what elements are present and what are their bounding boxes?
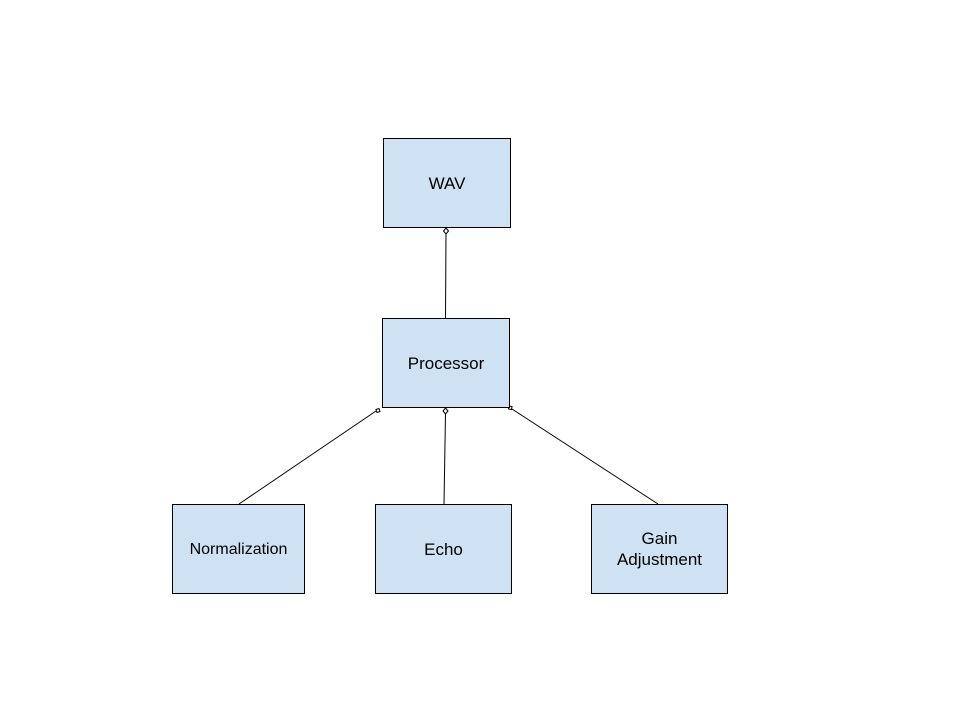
edge-gain-to-processor: [507, 405, 659, 505]
node-label: WAV: [428, 173, 466, 193]
edge-echo-to-processor: [442, 407, 449, 505]
node-normalization[interactable]: Normalization: [172, 504, 305, 594]
edge-end-marker-icon: [375, 407, 381, 414]
edge-end-marker-icon: [442, 227, 450, 235]
node-processor[interactable]: Processor: [382, 318, 510, 408]
node-gain-adjustment[interactable]: Gain Adjustment: [591, 504, 728, 594]
node-label: Echo: [424, 539, 463, 559]
edge-processor-to-wav: [442, 227, 450, 319]
edge-end-marker-icon: [442, 407, 449, 415]
node-wav[interactable]: WAV: [383, 138, 511, 228]
node-label: Processor: [407, 353, 485, 373]
node-label: Normalization: [189, 540, 288, 558]
edge-normalization-to-processor: [238, 407, 381, 505]
node-echo[interactable]: Echo: [375, 504, 512, 594]
node-label: Gain Adjustment: [616, 529, 703, 569]
